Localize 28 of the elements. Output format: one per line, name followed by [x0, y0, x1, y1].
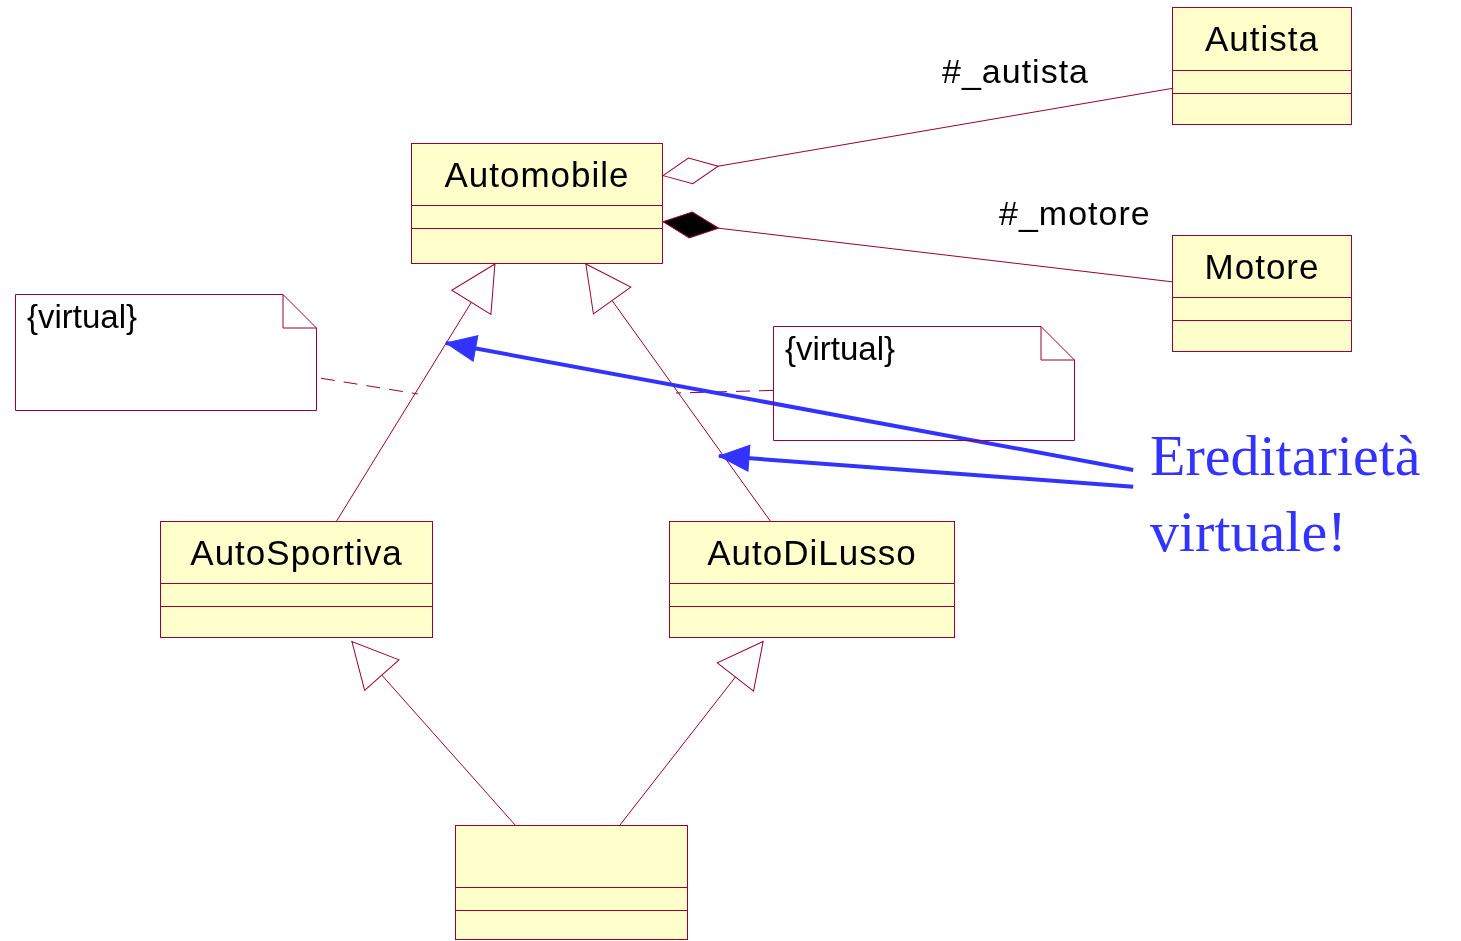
class-box — [1172, 7, 1352, 125]
class-box — [669, 521, 955, 638]
note-link — [320, 377, 419, 395]
note-text: {virtual} — [785, 330, 896, 368]
composition-connector — [662, 211, 1173, 283]
generalization-arrow — [336, 263, 496, 522]
arrow — [718, 444, 1134, 489]
annotation-text: Ereditarietà virtuale! — [1150, 418, 1455, 578]
note — [15, 294, 317, 411]
note — [773, 326, 1075, 441]
generalization-arrow — [585, 263, 771, 522]
note-text: {virtual} — [27, 298, 138, 336]
class-box — [455, 825, 688, 940]
class-box — [160, 521, 433, 638]
note-link — [675, 389, 774, 394]
class-name: Autista — [1205, 19, 1319, 59]
class-name: Motore — [1204, 246, 1320, 287]
class-box — [1172, 235, 1352, 352]
role-label: #_motore — [999, 194, 1151, 233]
role-label: #_autista — [942, 52, 1089, 91]
generalization-arrow — [619, 641, 764, 826]
aggregation-connector — [662, 87, 1173, 185]
generalization-arrow — [351, 641, 516, 826]
class-name: AutoSportiva — [190, 532, 403, 573]
class-name: Automobile — [444, 154, 630, 195]
class-box — [411, 143, 663, 264]
class-name: AutoDiLusso — [707, 532, 917, 573]
arrow — [445, 335, 1134, 472]
